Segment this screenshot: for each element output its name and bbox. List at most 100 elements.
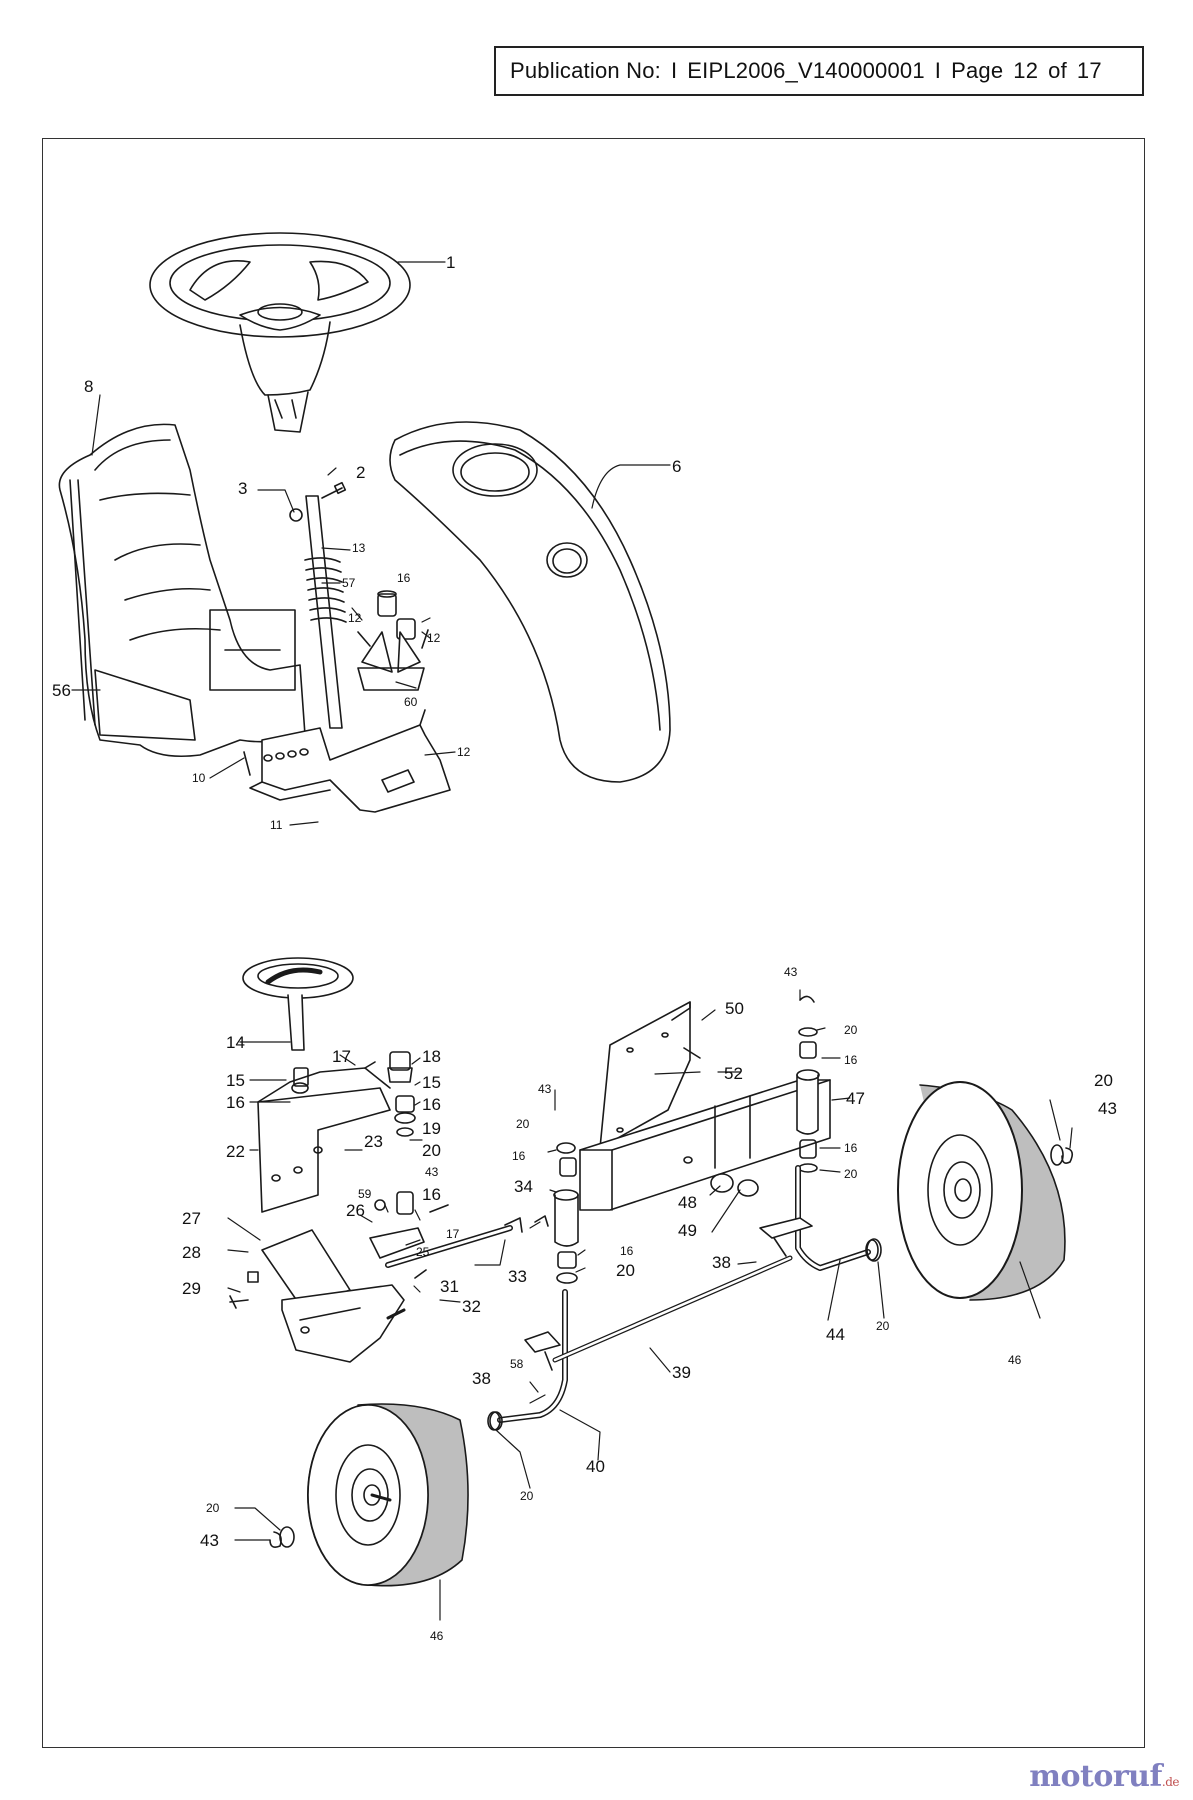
- of-label: of: [1048, 58, 1067, 83]
- callout-10: 10: [192, 771, 206, 785]
- drag-link-part: [385, 1217, 523, 1279]
- bolt-part: [289, 481, 347, 522]
- callout-1: 1: [446, 253, 455, 272]
- callout-57: 57: [342, 576, 356, 590]
- callout-40: 40: [586, 1457, 605, 1476]
- callout-28: 28: [182, 1243, 201, 1262]
- callout-43: 43: [200, 1531, 219, 1550]
- callout-47: 47: [846, 1089, 865, 1108]
- publication-number: EIPL2006_V140000001: [687, 58, 925, 83]
- publication-label: Publication No:: [510, 58, 661, 83]
- callout-2: 2: [356, 463, 365, 482]
- spindle-right-part: [759, 1165, 879, 1271]
- callout-43: 43: [784, 965, 798, 979]
- front-axle-part: [553, 1027, 831, 1284]
- callout-20: 20: [844, 1167, 858, 1181]
- callout-16: 16: [844, 1053, 858, 1067]
- callout-48: 48: [678, 1193, 697, 1212]
- page-label: Page: [951, 58, 1004, 83]
- leader-lines: [71, 261, 1073, 1621]
- callout-59: 59: [358, 1187, 372, 1201]
- callout-15: 15: [226, 1071, 245, 1090]
- page-number: 12: [1013, 58, 1039, 83]
- dash-cover-part: [389, 421, 671, 783]
- callout-46: 46: [430, 1629, 444, 1643]
- callout-58: 58: [510, 1357, 524, 1371]
- callout-20: 20: [844, 1023, 858, 1037]
- callout-39: 39: [672, 1363, 691, 1382]
- steering-wheel-part: [149, 232, 411, 433]
- steering-shaft-part: [304, 495, 347, 729]
- callout-34: 34: [514, 1177, 533, 1196]
- callout-29: 29: [182, 1279, 201, 1298]
- callout-16: 16: [844, 1141, 858, 1155]
- callout-20: 20: [616, 1261, 635, 1280]
- diagram-frame: [42, 138, 1145, 1748]
- callout-19: 19: [422, 1119, 441, 1138]
- lower-bracket-part: [229, 1229, 406, 1363]
- pinion-part: [364, 1051, 416, 1215]
- separator: I: [670, 58, 678, 83]
- side-panel-part: [58, 423, 306, 758]
- callout-13: 13: [352, 541, 366, 555]
- callout-27: 27: [182, 1209, 201, 1228]
- callout-12: 12: [427, 631, 441, 645]
- callout-16: 16: [512, 1149, 526, 1163]
- separator: I: [934, 58, 942, 83]
- callout-26: 26: [346, 1201, 365, 1220]
- callout-44: 44: [826, 1325, 845, 1344]
- mount-bracket-part: [243, 709, 451, 813]
- steering-wheel-small-part: [242, 957, 354, 1051]
- callout-8: 8: [84, 377, 93, 396]
- callout-46: 46: [1008, 1353, 1022, 1367]
- callout-12: 12: [348, 611, 362, 625]
- wheel-left-part: [307, 1403, 469, 1587]
- callout-16: 16: [226, 1093, 245, 1112]
- spindle-left-part: [487, 1255, 793, 1431]
- callout-18: 18: [422, 1047, 441, 1066]
- callout-20: 20: [422, 1141, 441, 1160]
- callout-16: 16: [422, 1185, 441, 1204]
- callout-49: 49: [678, 1221, 697, 1240]
- callout-16: 16: [397, 571, 411, 585]
- callout-31: 31: [440, 1277, 459, 1296]
- steering-bracket-part: [257, 1067, 391, 1213]
- callout-33: 33: [508, 1267, 527, 1286]
- callout-12: 12: [457, 745, 471, 759]
- publication-header: Publication No: I EIPL2006_V140000001 I …: [494, 46, 1144, 96]
- sector-arm-part: [369, 1199, 449, 1259]
- callout-43: 43: [538, 1082, 552, 1096]
- callout-50: 50: [725, 999, 744, 1018]
- bracket-60-part: [357, 590, 429, 691]
- callout-16: 16: [620, 1244, 634, 1258]
- callout-6: 6: [672, 457, 681, 476]
- callout-43: 43: [425, 1165, 439, 1179]
- washers: [269, 995, 1074, 1548]
- callout-20: 20: [516, 1117, 530, 1131]
- callout-16: 16: [422, 1095, 441, 1114]
- callout-3: 3: [238, 479, 247, 498]
- callout-20: 20: [206, 1501, 220, 1515]
- watermark-suffix: .de: [1161, 1775, 1180, 1789]
- callout-14: 14: [226, 1033, 245, 1052]
- callout-52: 52: [724, 1064, 743, 1083]
- page-total: 17: [1076, 58, 1102, 83]
- callout-15: 15: [422, 1073, 441, 1092]
- callout-25: 25: [416, 1245, 430, 1259]
- callout-17: 17: [446, 1227, 460, 1241]
- plate-50-part: [599, 1001, 701, 1149]
- wheel-right-part: [897, 1081, 1066, 1301]
- callout-22: 22: [226, 1142, 245, 1161]
- callout-20: 20: [520, 1489, 534, 1503]
- callout-38: 38: [472, 1369, 491, 1388]
- callout-20: 20: [876, 1319, 890, 1333]
- callout-17: 17: [332, 1047, 351, 1066]
- callout-11: 11: [270, 818, 283, 832]
- callout-20: 20: [1094, 1071, 1113, 1090]
- callout-23: 23: [364, 1132, 383, 1151]
- callout-56: 56: [52, 681, 71, 700]
- callout-38: 38: [712, 1253, 731, 1272]
- watermark-brand: motoruf: [1029, 1759, 1162, 1794]
- callout-60: 60: [404, 695, 418, 709]
